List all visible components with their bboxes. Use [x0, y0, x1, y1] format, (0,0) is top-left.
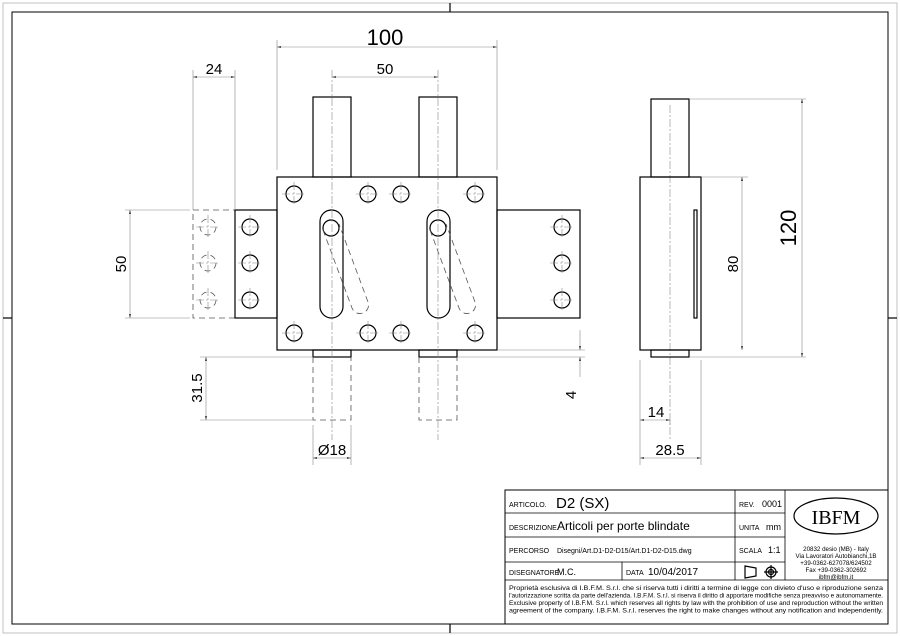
dim-50-top: 50	[377, 61, 394, 78]
address-line: 20832 desio (MB) - Italy	[803, 546, 870, 553]
slot	[319, 209, 344, 319]
dim-120: 120	[776, 210, 801, 247]
svg-text:0001: 0001	[762, 499, 782, 509]
hole-icon	[463, 321, 487, 345]
svg-text:UNITA: UNITA	[739, 525, 760, 532]
ibfm-logo	[793, 497, 879, 535]
notice-line: Exclusive property of I.B.F.M. S.r.l. wh…	[509, 600, 884, 607]
svg-text:DESCRIZIONE: DESCRIZIONE	[509, 525, 557, 532]
svg-text:10/04/2017: 10/04/2017	[648, 567, 698, 578]
dim-28-5: 28.5	[655, 442, 684, 459]
slot	[426, 209, 451, 319]
dim-4: 4	[563, 391, 580, 399]
hole-icon	[196, 288, 220, 312]
notice-line: l'autorizzazione scritta da parte dell'a…	[509, 593, 883, 600]
hole-icon	[238, 251, 262, 275]
svg-text:1:1: 1:1	[768, 545, 781, 555]
main-body	[276, 176, 498, 351]
svg-text:M.C.: M.C.	[557, 567, 576, 577]
notice-line: Proprietà esclusiva di I.B.F.M. S.r.l. c…	[509, 585, 884, 592]
hole-icon	[550, 215, 574, 239]
hole-icon	[238, 288, 262, 312]
svg-text:DATA: DATA	[626, 570, 644, 577]
descrizione-value: Articoli per porte blindate	[557, 519, 690, 533]
hole-icon	[356, 182, 380, 206]
hole-icon	[550, 251, 574, 275]
right-plate	[496, 209, 581, 319]
notice-line: agreement of the company. I.B.F.M. S.r.l…	[509, 608, 883, 615]
dim-diameter-18: Ø18	[318, 442, 346, 459]
hole-icon	[282, 321, 306, 345]
phantom-plate	[192, 209, 236, 319]
svg-text:DISEGNATORE: DISEGNATORE	[509, 570, 560, 577]
svg-text:mm: mm	[766, 522, 781, 532]
dim-24: 24	[206, 61, 223, 78]
hole-icon	[282, 182, 306, 206]
left-plate	[234, 209, 278, 319]
address-line: Fax +39-0362-302692	[805, 567, 867, 574]
dimensions: 100 50 24 50 31.5 4 Ø18 80 120 14 28.5	[113, 25, 806, 465]
dim-50-left: 50	[113, 256, 130, 273]
svg-text:REV.: REV.	[739, 502, 755, 509]
svg-text:PERCORSO: PERCORSO	[509, 548, 550, 555]
hole-icon	[389, 321, 413, 345]
front-view	[192, 70, 671, 440]
svg-text:SCALA: SCALA	[739, 548, 762, 555]
dim-100: 100	[367, 25, 404, 50]
articolo-value: D2 (SX)	[556, 495, 609, 512]
svg-text:ARTICOLO.: ARTICOLO.	[509, 502, 547, 509]
dim-31-5: 31.5	[189, 373, 206, 402]
hole-icon	[463, 182, 487, 206]
address-line: ibfm@ibfm.it	[819, 574, 854, 581]
hole-icon	[389, 182, 413, 206]
dim-14: 14	[648, 404, 665, 421]
svg-text:IBFM: IBFM	[812, 507, 861, 529]
dim-80: 80	[725, 256, 742, 273]
hole-icon	[356, 321, 380, 345]
hole-icon	[196, 251, 220, 275]
percorso-value: Disegni/Art.D1-D2-D15/Art.D1-D2-D15.dwg	[557, 548, 692, 555]
address-line: Via Lavoratori Autobianchi,1B	[795, 553, 876, 560]
side-view	[639, 98, 702, 358]
projection-symbol-icon	[744, 565, 778, 579]
hole-icon	[238, 215, 262, 239]
title-block: ARTICOLO. D2 (SX) REV. 0001 DESCRIZIONE …	[504, 489, 889, 625]
hole-icon	[550, 288, 574, 312]
address-line: +39-0362-627078/624502	[800, 560, 872, 567]
hole-icon	[196, 215, 220, 239]
